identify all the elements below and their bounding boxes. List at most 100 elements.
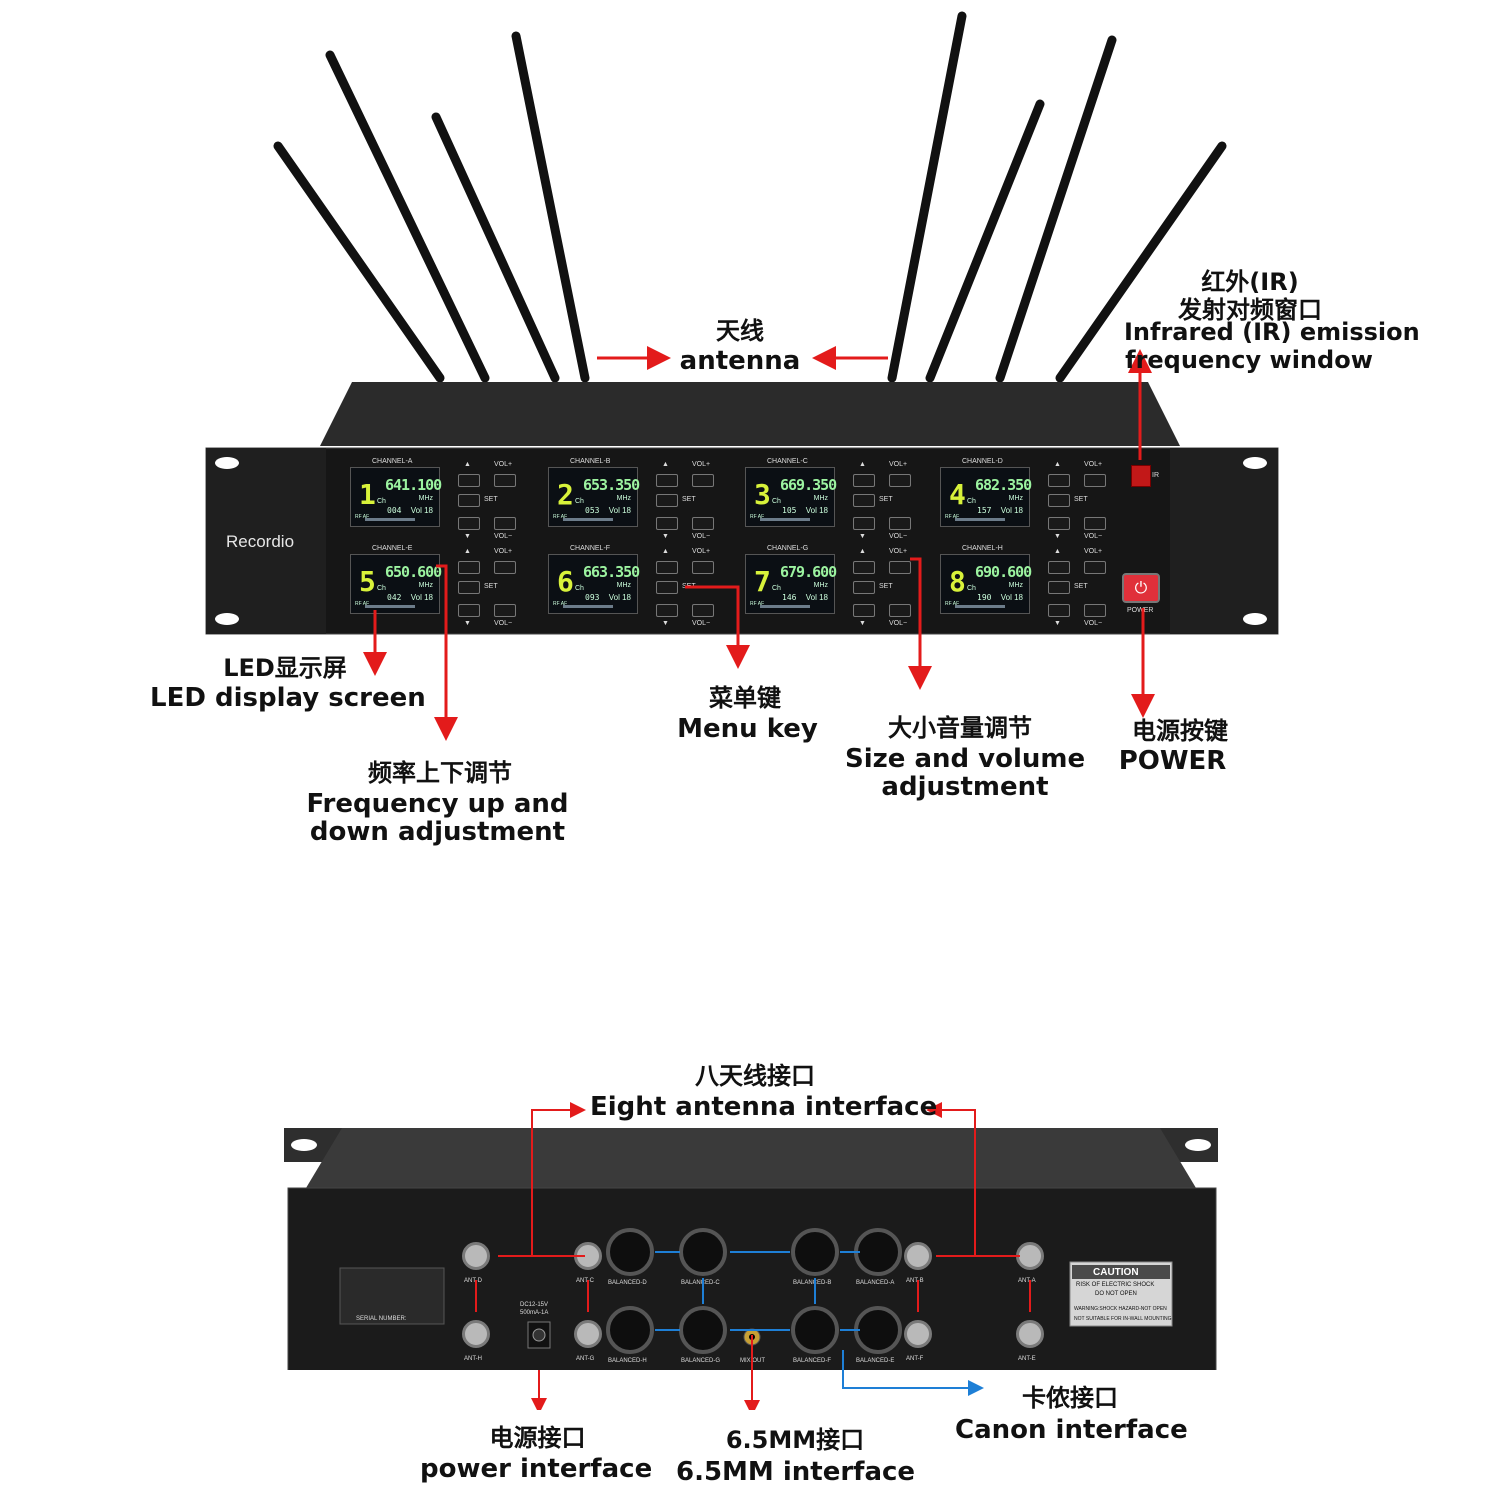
volume-down-button[interactable] [494, 604, 516, 617]
frequency-down-button[interactable] [656, 517, 678, 530]
freq-label-en1: Frequency up and [306, 789, 569, 819]
signal-meter [365, 605, 415, 608]
arrow-down-icon: ▼ [662, 533, 669, 540]
volume-up-button[interactable] [1084, 561, 1106, 574]
mhz-label: MHz [813, 582, 828, 589]
mhz-label: MHz [616, 582, 631, 589]
arrow-down-icon: ▼ [859, 533, 866, 540]
antenna-label-cn: 天线 [716, 317, 764, 345]
volume-down-button[interactable] [889, 604, 911, 617]
volume-up-button[interactable] [889, 561, 911, 574]
led-label-en: LED display screen [150, 683, 426, 713]
rf-af-label: RF AF [945, 514, 960, 520]
frequency-down-button[interactable] [853, 517, 875, 530]
power-button[interactable]: ⏻ [1122, 573, 1160, 603]
power-button-label: POWER [1127, 607, 1154, 614]
volume-down-button[interactable] [889, 517, 911, 530]
set-menu-button[interactable] [1048, 494, 1070, 507]
frequency-down-button[interactable] [853, 604, 875, 617]
volume-down-button[interactable] [1084, 604, 1106, 617]
vol-plus-label: VOL+ [692, 548, 711, 555]
ir-label-cn1: 红外(IR) [1201, 268, 1299, 296]
channel-code: 157 [977, 506, 992, 515]
volume-readout: Vol 18 [1000, 506, 1023, 515]
channel-name: CHANNEL-H [962, 545, 1003, 552]
volume-down-button[interactable] [692, 604, 714, 617]
volume-up-button[interactable] [494, 474, 516, 487]
jack-label-cn: 6.5MM接口 [725, 1426, 865, 1454]
xlr-balanced-output[interactable] [679, 1228, 727, 1276]
set-menu-button[interactable] [458, 581, 480, 594]
volume-down-button[interactable] [494, 517, 516, 530]
frequency-up-button[interactable] [1048, 561, 1070, 574]
antenna-label-en: antenna [679, 346, 801, 376]
serial-label: SERIAL NUMBER: [356, 1316, 407, 1322]
set-menu-button[interactable] [853, 494, 875, 507]
vol-plus-label: VOL+ [1084, 548, 1103, 555]
frequency-down-button[interactable] [1048, 517, 1070, 530]
frequency-up-button[interactable] [656, 474, 678, 487]
vol-minus-label: VOL− [889, 620, 908, 627]
vol-minus-label: VOL− [889, 533, 908, 540]
xlr-balanced-output[interactable] [679, 1306, 727, 1354]
antenna-input-connector[interactable] [574, 1320, 602, 1348]
channel-code: 146 [782, 593, 797, 602]
frequency-up-button[interactable] [656, 561, 678, 574]
caution-line-3: WARNING:SHOCK HAZARD-NOT OPEN [1074, 1306, 1167, 1312]
frequency-up-button[interactable] [458, 561, 480, 574]
xlr-balanced-output[interactable] [854, 1228, 902, 1276]
frequency-down-button[interactable] [656, 604, 678, 617]
channel-name: CHANNEL-B [570, 458, 611, 465]
arrow-up-icon: ▲ [1054, 461, 1061, 468]
connector-label: BALANCED-E [856, 1358, 895, 1364]
set-menu-button[interactable] [458, 494, 480, 507]
set-menu-button[interactable] [656, 494, 678, 507]
frequency-down-button[interactable] [458, 517, 480, 530]
ch-label: Ch [575, 498, 584, 505]
caution-line-2: DO NOT OPEN [1095, 1291, 1137, 1297]
volume-up-button[interactable] [494, 561, 516, 574]
set-label: SET [1074, 496, 1088, 503]
set-menu-button[interactable] [853, 581, 875, 594]
xlr-balanced-output[interactable] [791, 1306, 839, 1354]
volume-up-button[interactable] [692, 561, 714, 574]
frequency-readout: 690.600 [975, 563, 1032, 581]
antenna-input-connector[interactable] [904, 1320, 932, 1348]
channel-number: 4 [949, 478, 966, 511]
signal-meter [760, 518, 810, 521]
set-menu-button[interactable] [1048, 581, 1070, 594]
frequency-up-button[interactable] [458, 474, 480, 487]
connector-label: BALANCED-C [681, 1280, 720, 1286]
mhz-label: MHz [616, 495, 631, 502]
vol-plus-label: VOL+ [1084, 461, 1103, 468]
ch-label: Ch [967, 585, 976, 592]
volume-up-button[interactable] [692, 474, 714, 487]
antenna-input-connector[interactable] [904, 1242, 932, 1270]
antenna-input-connector[interactable] [1016, 1320, 1044, 1348]
eight-antenna-label-en: Eight antenna interface [590, 1092, 938, 1122]
frequency-up-button[interactable] [1048, 474, 1070, 487]
antenna-input-connector[interactable] [462, 1320, 490, 1348]
antenna-input-connector[interactable] [462, 1242, 490, 1270]
ir-label: IR [1152, 472, 1159, 479]
channel-number: 6 [557, 565, 574, 598]
frequency-up-button[interactable] [853, 561, 875, 574]
frequency-up-button[interactable] [853, 474, 875, 487]
frequency-down-button[interactable] [1048, 604, 1070, 617]
volume-up-button[interactable] [1084, 474, 1106, 487]
volume-down-button[interactable] [1084, 517, 1106, 530]
channel-number: 2 [557, 478, 574, 511]
frequency-down-button[interactable] [458, 604, 480, 617]
jack-label-en: 6.5MM interface [676, 1457, 916, 1487]
set-menu-button[interactable] [656, 581, 678, 594]
volume-readout: Vol 18 [805, 593, 828, 602]
menu-label-en: Menu key [677, 714, 818, 744]
vol-minus-label: VOL− [692, 533, 711, 540]
volume-up-button[interactable] [889, 474, 911, 487]
xlr-balanced-output[interactable] [854, 1306, 902, 1354]
volume-down-button[interactable] [692, 517, 714, 530]
xlr-balanced-output[interactable] [606, 1228, 654, 1276]
xlr-balanced-output[interactable] [791, 1228, 839, 1276]
xlr-balanced-output[interactable] [606, 1306, 654, 1354]
